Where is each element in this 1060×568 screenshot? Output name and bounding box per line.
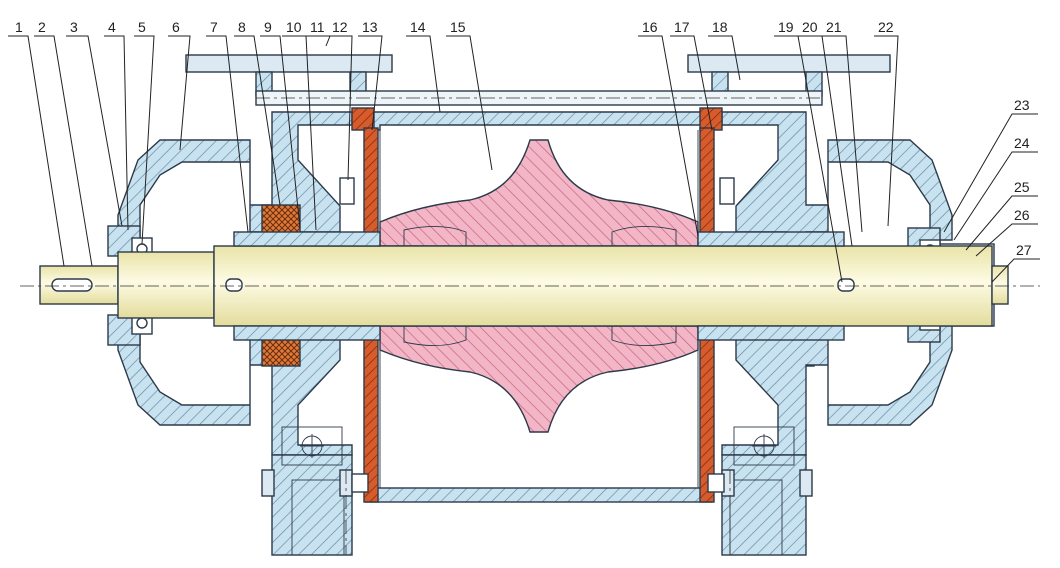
bolts [339,177,735,555]
svg-text:12: 12 [332,19,348,35]
part-label-15: 15 [446,19,493,171]
part-label-11: 11 [306,19,331,47]
part-label-17: 17 [670,19,713,131]
svg-text:15: 15 [450,19,466,35]
part-label-13: 13 [358,19,383,131]
top-flange-right [687,54,891,97]
svg-text:27: 27 [1016,242,1032,258]
part-label-12: 12 [328,19,353,181]
part-label-23: 23 [943,97,1038,233]
svg-text:9: 9 [264,19,272,35]
svg-text:10: 10 [286,19,302,35]
svg-text:18: 18 [712,19,728,35]
part-label-27: 27 [991,242,1040,283]
svg-text:22: 22 [878,19,894,35]
part-label-5: 5 [134,19,155,245]
svg-text:1: 1 [15,19,23,35]
packing-left [261,204,301,367]
part-label-6: 6 [168,19,191,151]
part-labels: 1 2 3 4 5 6 7 8 [8,19,1040,283]
part-label-26: 26 [975,207,1038,257]
svg-text:5: 5 [138,19,146,35]
svg-text:6: 6 [172,19,180,35]
svg-text:25: 25 [1014,179,1030,195]
tie-rod [255,90,823,106]
svg-text:2: 2 [38,19,46,35]
part-label-9: 9 [260,19,301,229]
svg-text:20: 20 [802,19,818,35]
svg-text:26: 26 [1014,207,1030,223]
svg-text:4: 4 [108,19,116,35]
shaft-sleeves [233,231,845,341]
part-label-16: 16 [638,19,699,237]
svg-text:7: 7 [210,19,218,35]
part-label-3: 3 [66,19,123,227]
svg-text:16: 16 [642,19,658,35]
svg-text:24: 24 [1014,135,1030,151]
distribution-plates [351,107,723,503]
part-label-18: 18 [708,19,741,81]
part-label-24: 24 [953,135,1038,241]
part-label-8: 8 [234,19,281,206]
top-flange-left [185,54,393,97]
svg-text:11: 11 [310,19,325,35]
part-label-22: 22 [874,19,899,227]
svg-text:19: 19 [778,19,794,35]
svg-text:3: 3 [70,19,78,35]
impeller [379,139,699,433]
part-label-1: 1 [8,19,65,267]
shaft [20,245,1040,327]
part-label-2: 2 [34,19,93,267]
right-end-cover [721,111,953,556]
part-label-7: 7 [206,19,249,233]
svg-text:23: 23 [1014,97,1030,113]
svg-text:21: 21 [826,19,842,35]
part-label-14: 14 [406,19,441,113]
svg-text:17: 17 [674,19,690,35]
svg-text:14: 14 [410,19,426,35]
svg-text:13: 13 [362,19,378,35]
part-label-21: 21 [822,19,863,233]
part-label-25: 25 [965,179,1038,251]
svg-text:8: 8 [238,19,246,35]
part-label-4: 4 [104,19,129,231]
